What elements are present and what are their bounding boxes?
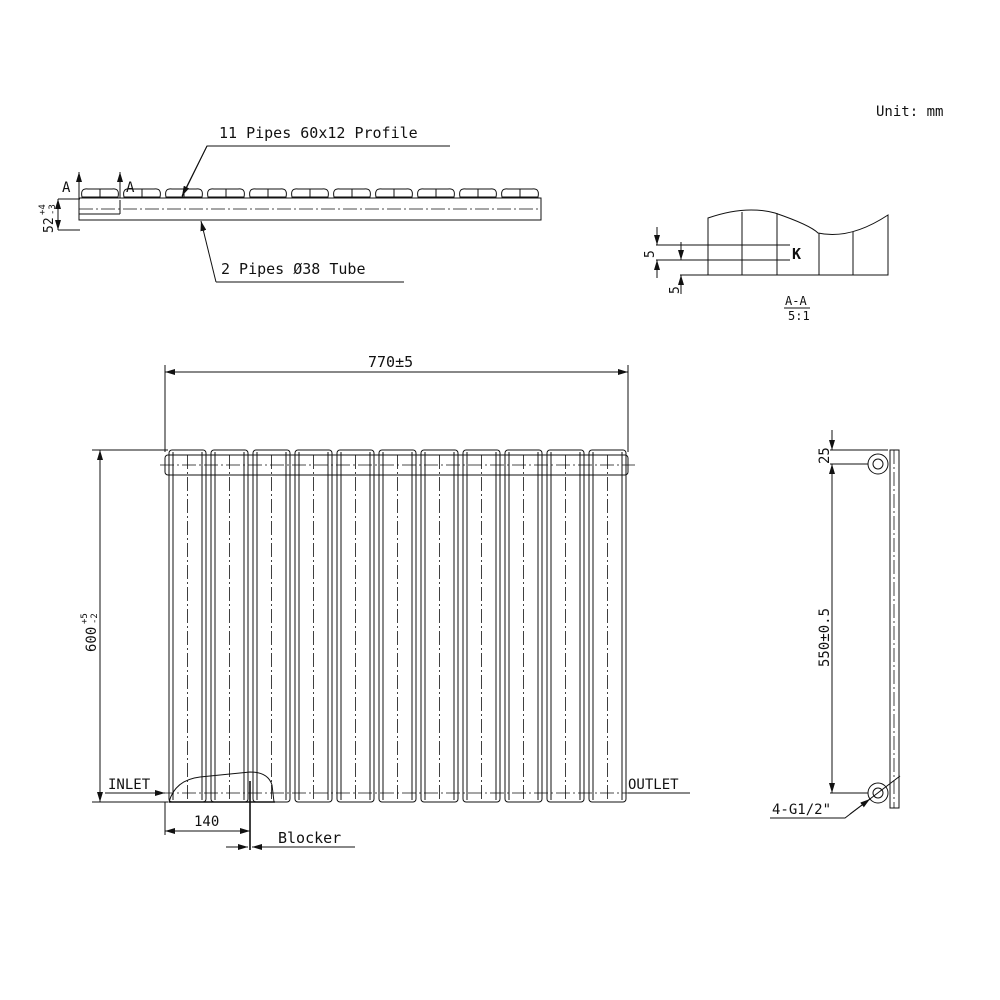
top-offset-dim: 25 — [817, 447, 833, 464]
side-view: 25 550±0.5 4-G1/2" — [770, 430, 901, 819]
height-tol-plus: +5 — [80, 613, 90, 624]
point-k-label: K — [792, 245, 801, 263]
profile — [417, 188, 455, 198]
tube-leader — [200, 220, 217, 283]
blocker-label: Blocker — [278, 829, 341, 847]
pipe — [420, 449, 459, 803]
connection-label: 4-G1/2" — [772, 802, 831, 818]
height-dim: 600 — [84, 627, 100, 652]
profiles — [81, 188, 539, 198]
profile — [123, 188, 161, 198]
pipe — [294, 449, 333, 803]
section-scale: 5:1 — [788, 309, 810, 323]
front-view: 770±5 600 +5 -2 INLET OUTLET 140 Blocker — [80, 353, 690, 850]
profile — [459, 188, 497, 198]
side-panel — [889, 449, 900, 809]
depth-tol-minus: -3 — [48, 204, 58, 215]
profile — [291, 188, 329, 198]
top-connection — [867, 453, 889, 475]
pipe — [504, 449, 543, 803]
inlet-label: INLET — [108, 777, 151, 793]
tube-label: 2 Pipes Ø38 Tube — [221, 260, 366, 278]
profile-label: 11 Pipes 60x12 Profile — [219, 124, 418, 142]
blocker-dim: 140 — [194, 814, 219, 830]
depth-tol-plus: +4 — [38, 204, 48, 215]
pipe — [378, 449, 417, 803]
outlet-label: OUTLET — [628, 777, 679, 793]
width-dim: 770±5 — [368, 353, 413, 371]
pipe — [336, 449, 375, 803]
section-dim-1: 5 — [643, 250, 658, 258]
profile — [375, 188, 413, 198]
profile — [207, 188, 245, 198]
profile — [501, 188, 539, 198]
section-mark-right: A — [126, 180, 135, 196]
profile — [249, 188, 287, 198]
blocker-shape — [168, 771, 275, 803]
height-tol-minus: -2 — [90, 613, 100, 624]
section-view: 5 5 K A-A 5:1 — [643, 209, 889, 323]
depth-dim: 52 — [42, 217, 57, 233]
section-mark-left: A — [62, 180, 71, 196]
pipe — [546, 449, 585, 803]
profile — [165, 188, 203, 198]
pipe — [462, 449, 501, 803]
centers-dim: 550±0.5 — [817, 608, 833, 667]
pipes — [160, 449, 635, 803]
profile — [81, 188, 119, 198]
section-outline — [707, 209, 889, 276]
pipe — [588, 449, 627, 803]
top-view: A A 52 +4 -3 11 Pipes 60x12 Profile 2 Pi… — [38, 124, 542, 283]
unit-label: Unit: mm — [876, 104, 943, 120]
profile — [333, 188, 371, 198]
section-dim-2: 5 — [668, 286, 683, 294]
section-title: A-A — [785, 294, 807, 308]
